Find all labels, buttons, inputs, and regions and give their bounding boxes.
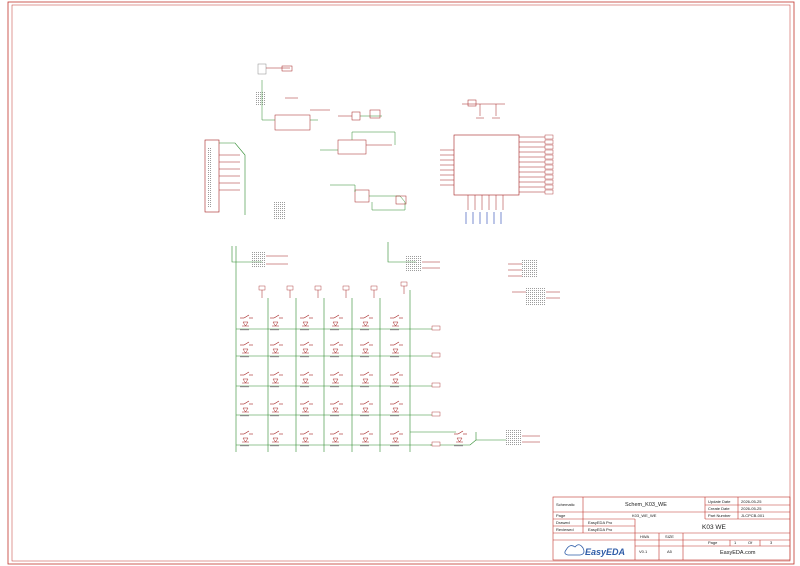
tb-site: EasyEDA.com	[720, 550, 756, 556]
tb-page-label: Page	[556, 513, 566, 518]
tb-update-value: 2026-05-25	[741, 499, 762, 504]
tb-schematic-value: Schem_K03_WE	[625, 502, 667, 508]
encoder-middle	[387, 242, 440, 271]
encoder-right-a	[508, 260, 538, 278]
sheet-border	[7, 1, 795, 565]
tb-pagenum-label: Page	[708, 540, 718, 545]
encoder-left	[231, 246, 288, 268]
tb-page-value: K03_WE_WE	[632, 513, 657, 518]
tb-version: V0.1	[639, 549, 648, 554]
transistor-block	[320, 131, 407, 211]
tb-part-label: Part Number	[708, 513, 731, 518]
tb-size-label: SIZE	[665, 534, 674, 539]
mcu-chip	[440, 99, 554, 224]
tb-create-label: Create Date	[708, 506, 730, 511]
tb-of-label: Of	[748, 540, 753, 545]
tb-logo-text: EasyEDA	[585, 547, 625, 557]
tb-drawn-label: Drawed	[556, 520, 570, 525]
tb-reviewed-value: EasyEDA Pro	[588, 527, 613, 532]
tb-drawn-value: EasyEDA Pro	[588, 520, 613, 525]
encoder-right-b	[512, 288, 560, 306]
key-matrix	[235, 246, 468, 452]
tb-page-total: 3	[770, 540, 773, 545]
tb-hwa-label: HWA	[640, 534, 650, 539]
tb-reviewed-label: Reviewed	[556, 527, 574, 532]
title-block: Schematic Schem_K03_WE Page K03_WE_WE Dr…	[552, 496, 791, 561]
tb-part-value: JLCPCB-001	[741, 513, 765, 518]
tb-create-value: 2026-05-25	[741, 506, 762, 511]
tb-update-label: Update Date	[708, 499, 731, 504]
power-regulator-block	[256, 63, 382, 131]
tb-pagenum: 1	[734, 540, 737, 545]
tb-title: K03 WE	[702, 524, 727, 531]
tb-schematic-label: Schematic	[556, 502, 575, 507]
header-connector	[204, 139, 286, 220]
tb-size: A5	[667, 549, 673, 554]
easyeda-logo-icon	[564, 544, 585, 556]
encoder-bottom	[430, 430, 540, 446]
